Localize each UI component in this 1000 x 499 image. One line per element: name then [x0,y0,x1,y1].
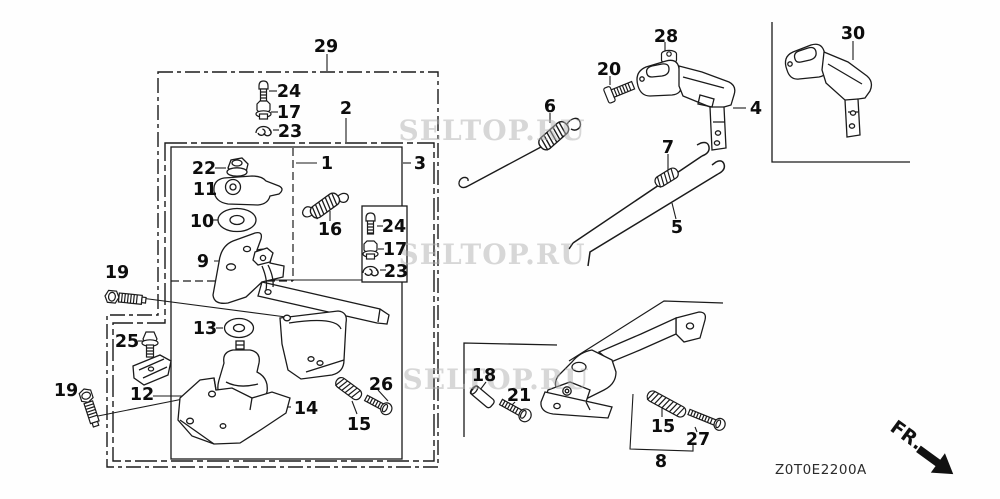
group-box-29 [106,71,439,468]
leader-15a [351,400,358,415]
leader-26 [377,389,389,402]
watermark-text-3: SELTOP.RU [402,363,589,396]
label-24b: 24 [382,217,406,237]
label-21: 21 [507,386,531,406]
label-25: 25 [115,332,139,352]
group-box-30 [771,22,910,163]
label-12: 12 [130,385,154,405]
label-16: 16 [318,220,342,240]
label-27: 27 [686,430,710,450]
part-16-spring [301,192,350,220]
part-27-screw [687,408,726,431]
part-26-screw [363,394,393,416]
label-6: 6 [544,97,556,117]
part-15-spring-left [334,376,363,401]
part-15-spring-right [646,390,687,418]
leader-19a [140,297,287,318]
part-4-bracket [636,59,736,151]
label-19b: 19 [54,381,78,401]
leader-5 [671,202,677,220]
part-8-lever-assembly [540,311,707,419]
group-box-2 [112,142,435,462]
label-1: 1 [321,154,333,174]
part-19-bolt-lower [78,388,100,428]
part-17-nut-top [255,100,272,120]
label-29: 29 [314,37,338,57]
label-8: 8 [655,452,667,472]
label-11: 11 [193,180,217,200]
part-6-spring [458,117,582,189]
label-13: 13 [193,319,217,339]
cutaway-line-8 [568,300,724,362]
part-19-bolt-upper [104,289,147,306]
front-direction-indicator: FR. [886,416,954,475]
label-15a: 15 [347,415,371,435]
watermark-text-2: SELTOP.RU [398,238,585,271]
part-10-washer [217,207,257,233]
leader-8 [629,393,694,452]
label-20: 20 [597,60,621,80]
label-4: 4 [750,99,762,119]
diagram-code: Z0T0E2200A [775,462,867,478]
part-23-clip-boxed [362,265,379,277]
leader-27 [694,426,698,433]
label-5: 5 [671,218,683,238]
part-14-control-base [177,310,347,445]
label-18: 18 [472,366,496,386]
part-30-bracket [784,43,873,138]
label-24a: 24 [277,82,301,102]
part-11-plate [213,175,283,206]
part-17-nut-boxed [362,240,379,260]
label-15b: 15 [651,417,675,437]
part-21-screw [498,398,532,423]
label-14: 14 [294,399,318,419]
part-24-bolt-top [258,80,269,102]
group-box-3 [170,146,403,460]
label-23b: 23 [384,262,408,282]
label-23a: 23 [278,122,302,142]
label-9: 9 [197,252,209,272]
label-2: 2 [340,99,352,119]
part-7-rod-spring [568,141,710,250]
label-3: 3 [414,154,426,174]
group-box-18-21 [463,342,558,437]
label-10: 10 [190,212,214,232]
part-24-bolt-boxed [365,212,376,235]
watermarks: SELTOP.RU SELTOP.RU SELTOP.RU [398,114,589,396]
part-5-rod [587,160,726,267]
part-12-clamp [132,354,172,386]
part-number-labels: 29 24 17 23 2 1 3 22 11 10 16 24 17 23 9… [54,24,865,472]
footer: Z0T0E2200A FR. [775,416,954,478]
label-7: 7 [662,138,674,158]
leader-19b [97,397,189,417]
label-17a: 17 [277,103,301,123]
label-17b: 17 [383,240,407,260]
part-20-bolt [603,80,636,104]
part-13-washer [223,317,255,339]
part-18-pin [469,385,495,409]
label-26: 26 [369,375,393,395]
label-22: 22 [192,159,216,179]
label-28: 28 [654,27,678,47]
watermark-text-1: SELTOP.RU [398,114,585,147]
label-19a: 19 [105,263,129,283]
part-25-flange-bolt [141,331,159,358]
label-30: 30 [841,24,865,44]
part-23-clip-top [255,125,272,137]
part-9-lever-bracket [212,231,390,325]
part-22-flange-nut [226,157,249,177]
front-direction-arrow-icon [916,445,954,475]
